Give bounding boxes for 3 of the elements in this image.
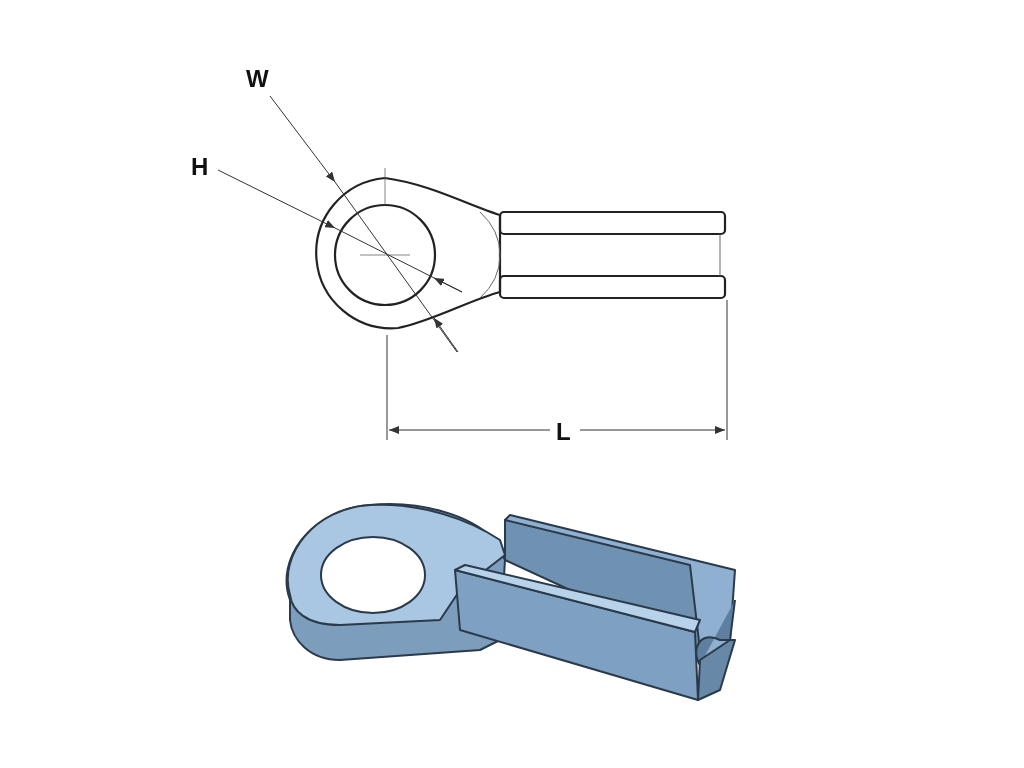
dimension-label: L bbox=[556, 420, 571, 444]
dimension-label: W bbox=[246, 67, 269, 91]
dimension-label: H bbox=[191, 155, 209, 179]
